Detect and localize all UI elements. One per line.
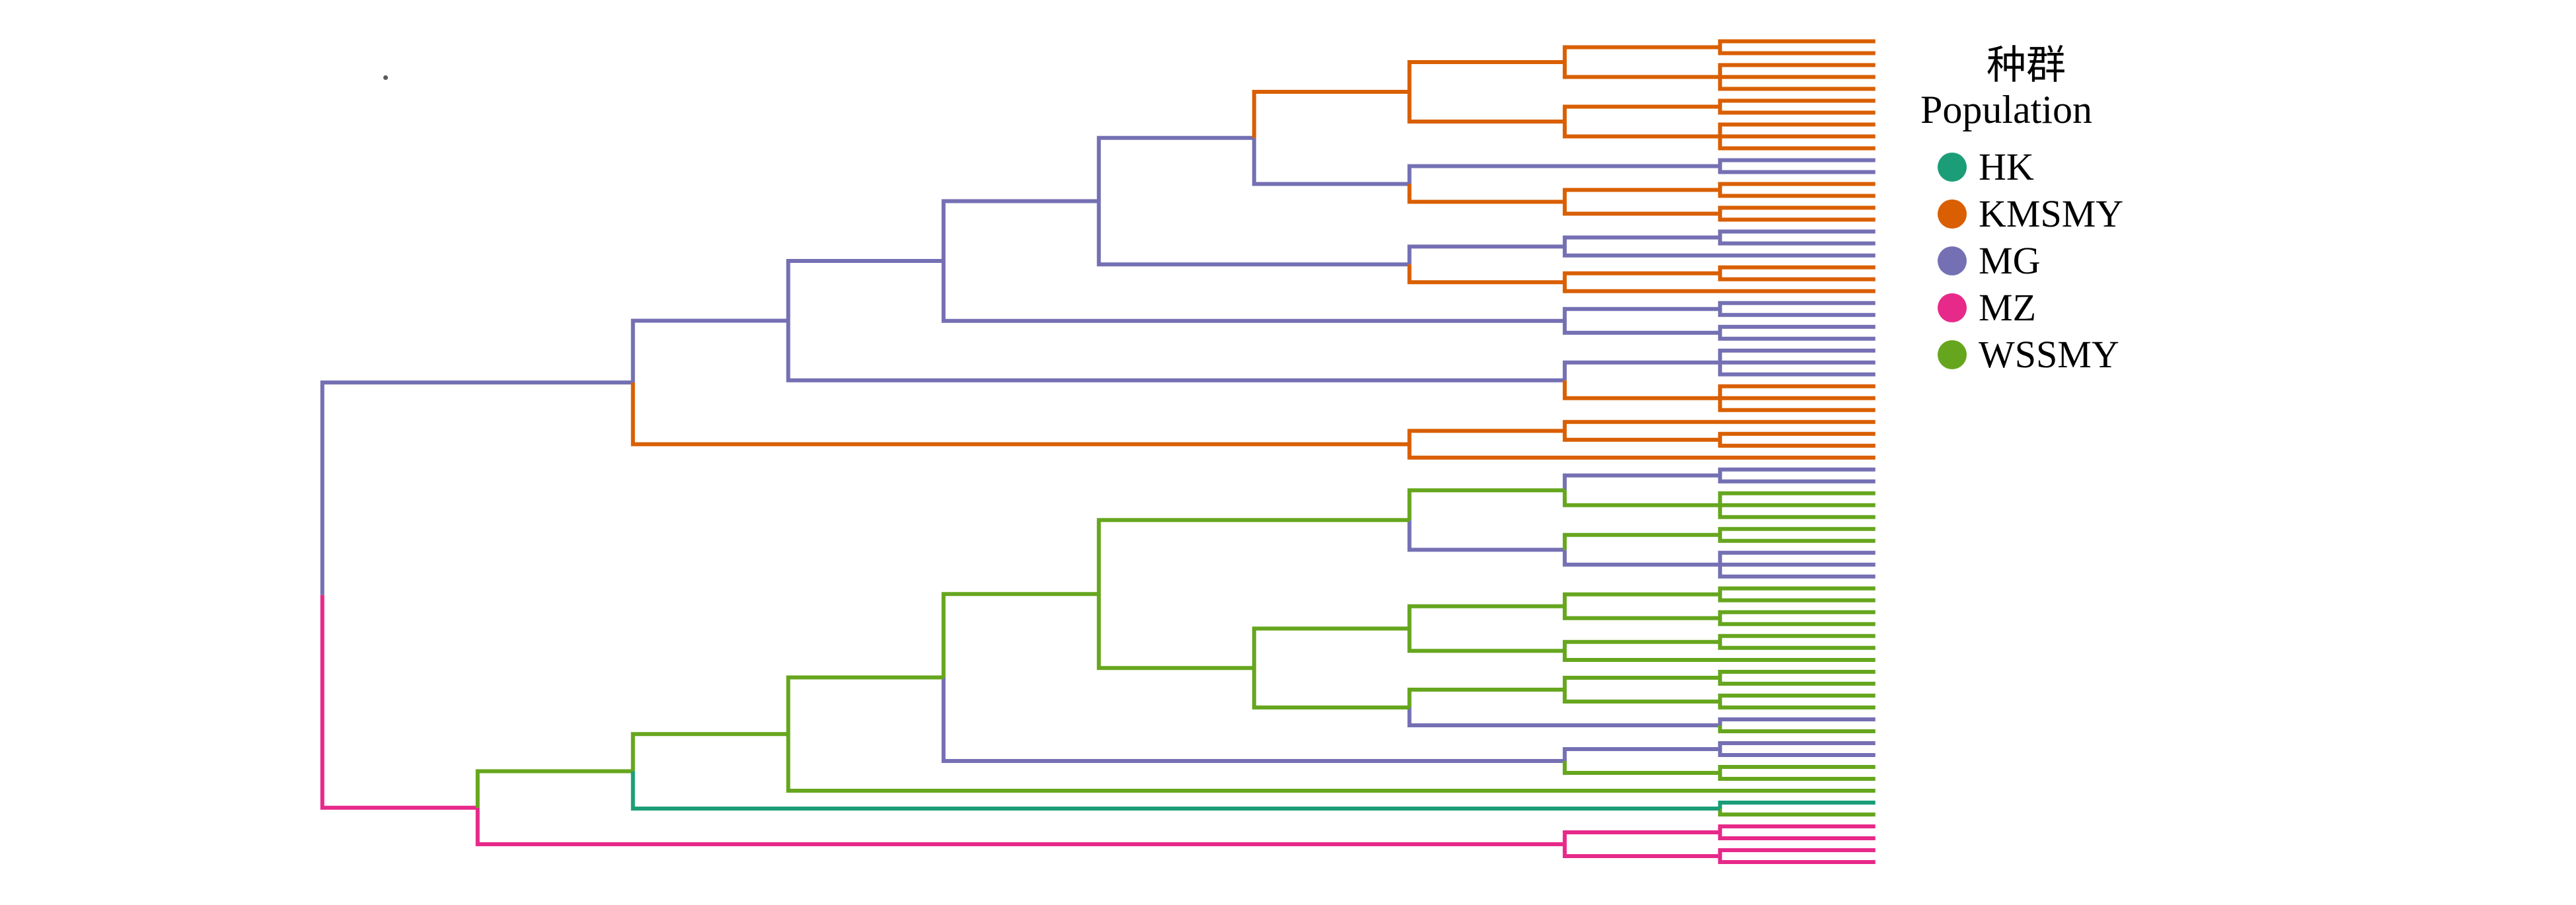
legend-title-english: Population xyxy=(1920,88,2093,131)
stray-mark xyxy=(383,75,388,80)
legend-item-label: WSSMY xyxy=(1979,333,2119,376)
legend-item-list: HK KMSMY MG MZ WSSMY xyxy=(1920,143,2132,378)
tree-branches-mz xyxy=(320,595,1875,864)
population-legend: 种群 Population HK KMSMY MG MZ WSSMY xyxy=(1920,44,2132,378)
tree-branches-kmsmy xyxy=(630,39,1875,460)
legend-item-label: KMSMY xyxy=(1979,192,2124,235)
legend-item-hk: HK xyxy=(1938,143,2132,190)
legend-item-wssmy: WSSMY xyxy=(1938,331,2132,378)
tree-branches-wssmy xyxy=(475,488,1875,816)
kmsmy-color-dot-icon xyxy=(1938,199,1967,229)
legend-item-kmsmy: KMSMY xyxy=(1938,190,2132,237)
mz-color-dot-icon xyxy=(1938,293,1967,322)
tree-branches-hk xyxy=(630,771,1875,811)
legend-item-label: MZ xyxy=(1979,286,2036,329)
hk-color-dot-icon xyxy=(1938,152,1967,182)
tree-branches-mg xyxy=(320,135,1875,763)
legend-item-label: HK xyxy=(1979,145,2034,188)
legend-title-chinese: 种群 xyxy=(1987,44,2066,87)
wssmy-color-dot-icon xyxy=(1938,340,1967,369)
legend-item-label: MG xyxy=(1979,239,2041,282)
legend-item-mz: MZ xyxy=(1938,284,2132,331)
mg-color-dot-icon xyxy=(1938,246,1967,275)
legend-item-mg: MG xyxy=(1938,237,2132,284)
